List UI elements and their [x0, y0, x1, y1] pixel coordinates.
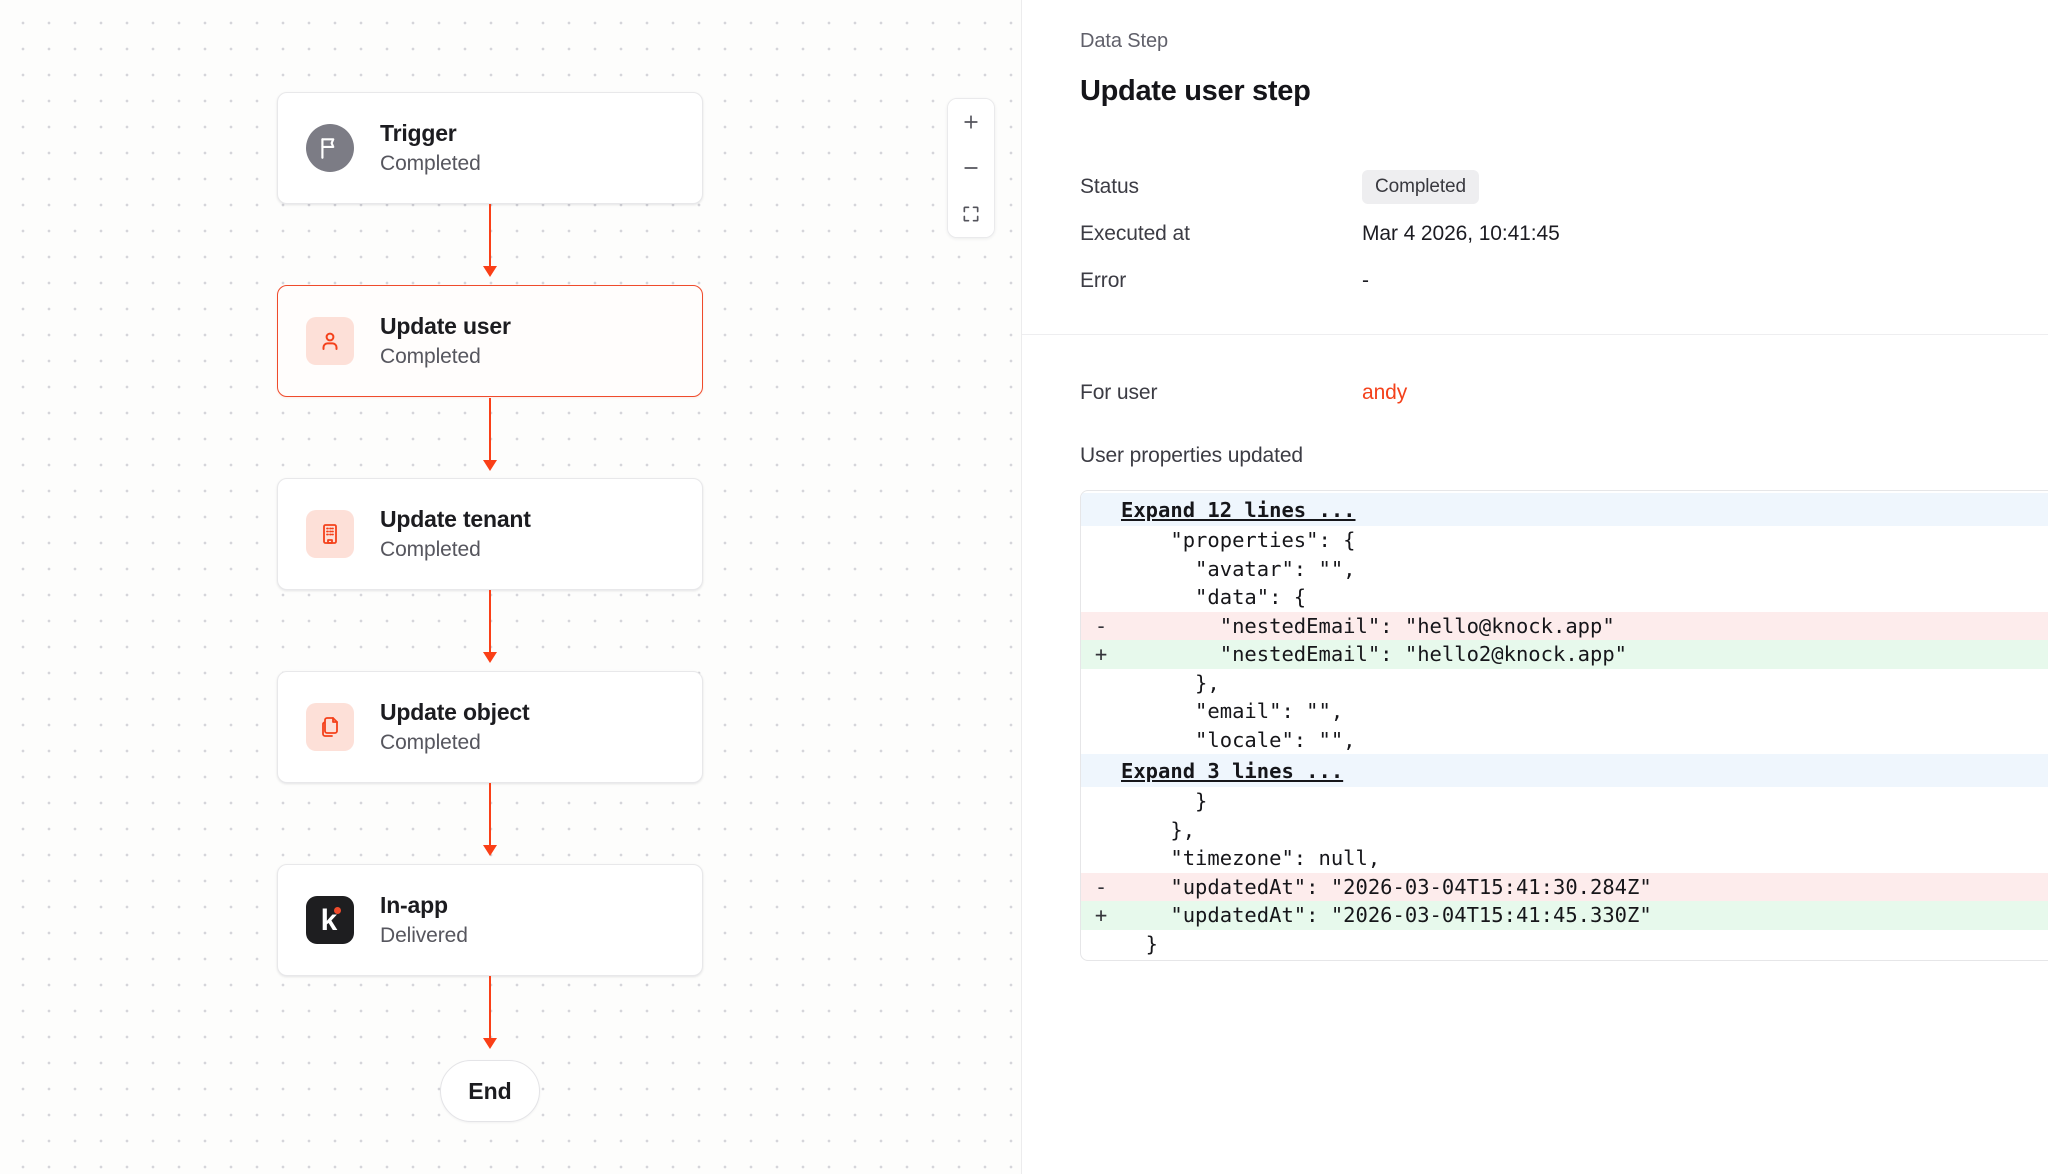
diff-code: "properties": { — [1121, 526, 2048, 554]
flow-node-status: Completed — [380, 731, 529, 755]
diff-expand-row[interactable]: Expand 12 lines ... — [1081, 493, 2048, 526]
step-meta-list: Status Completed Executed at Mar 4 2026,… — [1080, 163, 2048, 304]
diff-line: } — [1081, 787, 2048, 816]
expand-lines-link[interactable]: Expand 12 lines ... — [1121, 496, 1356, 524]
meta-row-error: Error - — [1080, 257, 2048, 304]
flow-edge-2 — [489, 398, 491, 464]
for-user-row: For user andy — [1080, 371, 2048, 415]
diff-marker: - — [1081, 873, 1121, 901]
flow-node-title: In-app — [380, 892, 468, 919]
flow-node-title: Update tenant — [380, 506, 531, 533]
diff-line: "data": { — [1081, 583, 2048, 612]
flow-node-text: Trigger Completed — [380, 120, 481, 176]
diff-marker: + — [1081, 901, 1121, 929]
meta-label: Status — [1080, 175, 1362, 199]
flow-edge-1-arrow — [483, 266, 497, 277]
diff-code: "updatedAt": "2026-03-04T15:41:30.284Z" — [1121, 873, 2048, 901]
diff-line: "locale": "", — [1081, 726, 2048, 755]
flow-node-text: In-app Delivered — [380, 892, 468, 948]
flow-node-trigger[interactable]: Trigger Completed — [277, 92, 703, 204]
diff-code: } — [1121, 787, 2048, 815]
user-properties-label: User properties updated — [1080, 444, 2048, 468]
diff-code: "updatedAt": "2026-03-04T15:41:45.330Z" — [1121, 901, 2048, 929]
diff-code: "nestedEmail": "hello@knock.app" — [1121, 612, 2048, 640]
flow-edge-4 — [489, 783, 491, 849]
diff-line-added: + "updatedAt": "2026-03-04T15:41:45.330Z… — [1081, 901, 2048, 930]
diff-code: "timezone": null, — [1121, 844, 2048, 872]
meta-label: Error — [1080, 269, 1362, 293]
flow-node-text: Update tenant Completed — [380, 506, 531, 562]
meta-value: Mar 4 2026, 10:41:45 — [1362, 222, 1560, 246]
diff-code: "data": { — [1121, 583, 2048, 611]
diff-line: "avatar": "", — [1081, 555, 2048, 584]
status-badge: Completed — [1362, 170, 1479, 204]
page-title: Update user step — [1080, 75, 2048, 108]
flow-node-update-user[interactable]: Update user Completed — [277, 285, 703, 397]
zoom-in-button[interactable] — [948, 99, 994, 145]
diff-marker: - — [1081, 612, 1121, 640]
flag-icon — [306, 124, 354, 172]
flow-node-title: Update user — [380, 313, 511, 340]
step-detail-panel: Data Step Update user step Status Comple… — [1022, 0, 2048, 1174]
flow-node-status: Delivered — [380, 924, 468, 948]
knock-logo-icon: k — [306, 896, 354, 944]
diff-line-removed: - "updatedAt": "2026-03-04T15:41:30.284Z… — [1081, 873, 2048, 902]
diff-line: "properties": { — [1081, 526, 2048, 555]
flow-edge-2-arrow — [483, 460, 497, 471]
user-properties-diff[interactable]: Expand 12 lines ... "properties": { "ava… — [1080, 490, 2048, 961]
flow-node-text: Update object Completed — [380, 699, 529, 755]
flow-node-text: Update user Completed — [380, 313, 511, 369]
panel-divider — [1022, 334, 2048, 335]
meta-row-status: Status Completed — [1080, 163, 2048, 210]
diff-code: }, — [1121, 816, 2048, 844]
copy-document-icon — [306, 703, 354, 751]
meta-row-executed-at: Executed at Mar 4 2026, 10:41:45 — [1080, 210, 2048, 257]
diff-line-added: + "nestedEmail": "hello2@knock.app" — [1081, 640, 2048, 669]
for-user-link[interactable]: andy — [1362, 381, 1407, 405]
flow-edge-1 — [489, 204, 491, 270]
diff-line: } — [1081, 930, 2048, 959]
diff-code: "avatar": "", — [1121, 555, 2048, 583]
flow-edge-3-arrow — [483, 652, 497, 663]
flow-node-end-label: End — [468, 1078, 511, 1105]
flow-node-status: Completed — [380, 538, 531, 562]
flow-node-update-tenant[interactable]: Update tenant Completed — [277, 478, 703, 590]
zoom-controls[interactable] — [947, 98, 995, 238]
zoom-out-button[interactable] — [948, 145, 994, 191]
meta-value: - — [1362, 269, 1369, 293]
diff-code: "email": "", — [1121, 697, 2048, 725]
panel-eyebrow: Data Step — [1080, 30, 2048, 53]
user-icon — [306, 317, 354, 365]
flow-node-end[interactable]: End — [440, 1060, 540, 1122]
building-icon — [306, 510, 354, 558]
flow-node-title: Trigger — [380, 120, 481, 147]
diff-marker: + — [1081, 640, 1121, 668]
diff-line: "email": "", — [1081, 697, 2048, 726]
flow-edge-4-arrow — [483, 845, 497, 856]
flow-edge-5 — [489, 976, 491, 1042]
fit-view-button[interactable] — [948, 191, 994, 237]
diff-line: }, — [1081, 669, 2048, 698]
diff-expand-row[interactable]: Expand 3 lines ... — [1081, 754, 2048, 787]
flow-edge-5-arrow — [483, 1038, 497, 1049]
diff-line: }, — [1081, 816, 2048, 845]
flow-node-in-app[interactable]: k In-app Delivered — [277, 864, 703, 976]
diff-code: "locale": "", — [1121, 726, 2048, 754]
workflow-canvas[interactable]: Trigger Completed Update user Completed — [0, 0, 1022, 1174]
diff-line-removed: - "nestedEmail": "hello@knock.app" — [1081, 612, 2048, 641]
diff-code: "nestedEmail": "hello2@knock.app" — [1121, 640, 2048, 668]
expand-lines-link[interactable]: Expand 3 lines ... — [1121, 757, 1343, 785]
diff-code: }, — [1121, 669, 2048, 697]
flow-node-status: Completed — [380, 152, 481, 176]
diff-line: "timezone": null, — [1081, 844, 2048, 873]
flow-node-update-object[interactable]: Update object Completed — [277, 671, 703, 783]
meta-label: Executed at — [1080, 222, 1362, 246]
for-user-label: For user — [1080, 381, 1362, 405]
diff-code: } — [1121, 930, 2048, 958]
flow-edge-3 — [489, 590, 491, 656]
knock-dot-glyph — [334, 907, 341, 914]
flow-node-title: Update object — [380, 699, 529, 726]
flow-node-status: Completed — [380, 345, 511, 369]
